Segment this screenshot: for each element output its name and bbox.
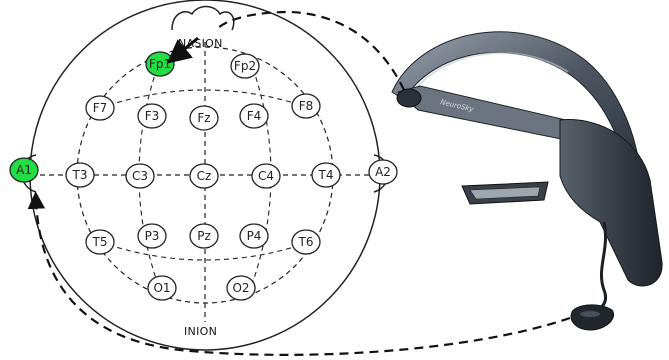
headset-band-highlight <box>409 52 569 97</box>
electrode-t6: T6 <box>291 229 321 255</box>
electrode-label: C3 <box>132 169 148 183</box>
forehead-connector <box>217 10 405 91</box>
electrode-label: O2 <box>232 281 249 295</box>
electrode-label: Fp1 <box>149 57 171 71</box>
electrode-circle <box>368 159 398 185</box>
headset-cable <box>597 221 608 312</box>
electrode-circle <box>239 103 269 129</box>
electrode-a2: A2 <box>368 159 398 185</box>
electrode-circle <box>85 229 115 255</box>
fp1-arrow <box>166 36 199 64</box>
electrode-label: T3 <box>72 168 88 182</box>
electrode-circle <box>239 223 269 249</box>
electrode-label: Cz <box>197 169 212 183</box>
electrode-label: O1 <box>153 281 170 295</box>
electrode-p4: P4 <box>239 223 269 249</box>
electrode-label: A2 <box>375 165 391 179</box>
electrode-t4: T4 <box>311 162 341 188</box>
electrode-circle <box>251 163 281 189</box>
electrode-label: T5 <box>92 235 108 249</box>
electrode-cz: Cz <box>189 163 219 189</box>
headset-illustration: NeuroSky <box>391 31 663 331</box>
electrode-label: T4 <box>318 168 334 182</box>
electrode-label: T6 <box>298 235 314 249</box>
electrode-a1: A1 <box>9 157 39 183</box>
electrode-label: Fp2 <box>234 59 256 73</box>
ear-pad-inner <box>469 186 541 200</box>
electrode-pz: Pz <box>189 223 219 249</box>
electrode-f4: F4 <box>239 103 269 129</box>
electrode-circle <box>226 275 256 301</box>
electrode-circle <box>147 275 177 301</box>
inion-label: INION <box>184 325 217 338</box>
electrode-circle <box>189 105 219 131</box>
electrode-circle <box>137 103 167 129</box>
electrode-fp2: Fp2 <box>230 53 260 79</box>
electrode-label: A1 <box>16 163 32 177</box>
electrode-circle <box>230 53 260 79</box>
connectors <box>27 10 571 356</box>
electrode-label: P3 <box>145 229 160 243</box>
electrode-p3: P3 <box>137 223 167 249</box>
electrode-circle <box>291 93 321 119</box>
ear-clip-highlight <box>580 311 600 317</box>
electrode-f8: F8 <box>291 93 321 119</box>
electrode-o1: O1 <box>147 275 177 301</box>
electrode-label: F7 <box>93 101 108 115</box>
electrode-circle <box>65 162 95 188</box>
electrode-label: Pz <box>197 229 211 243</box>
earclip-connector <box>27 191 571 356</box>
electrode-label: P4 <box>247 229 262 243</box>
electrode-fz: Fz <box>189 105 219 131</box>
electrode-f3: F3 <box>137 103 167 129</box>
electrode-label: Fz <box>197 111 210 125</box>
electrode-label: F4 <box>247 109 262 123</box>
electrode-circle <box>189 223 219 249</box>
electrode-circle <box>311 162 341 188</box>
electrode-label: C4 <box>258 169 274 183</box>
electrode-circle <box>125 163 155 189</box>
headset-body <box>559 119 663 287</box>
electrode-c4: C4 <box>251 163 281 189</box>
electrode-f7: F7 <box>85 95 115 121</box>
forehead-sensor <box>396 88 422 108</box>
ear-clip <box>570 304 614 331</box>
electrode-c3: C3 <box>125 163 155 189</box>
electrode-fp1: Fp1 <box>145 51 175 77</box>
electrode-circle <box>137 223 167 249</box>
electrode-o2: O2 <box>226 275 256 301</box>
nose-outline <box>171 5 235 31</box>
electrode-circle <box>85 95 115 121</box>
electrode-label: F3 <box>145 109 160 123</box>
electrode-t3: T3 <box>65 162 95 188</box>
electrode-circle <box>291 229 321 255</box>
electrode-label: F8 <box>299 99 314 113</box>
electrode-circle <box>189 163 219 189</box>
electrode-t5: T5 <box>85 229 115 255</box>
electrode-circle <box>9 157 39 183</box>
